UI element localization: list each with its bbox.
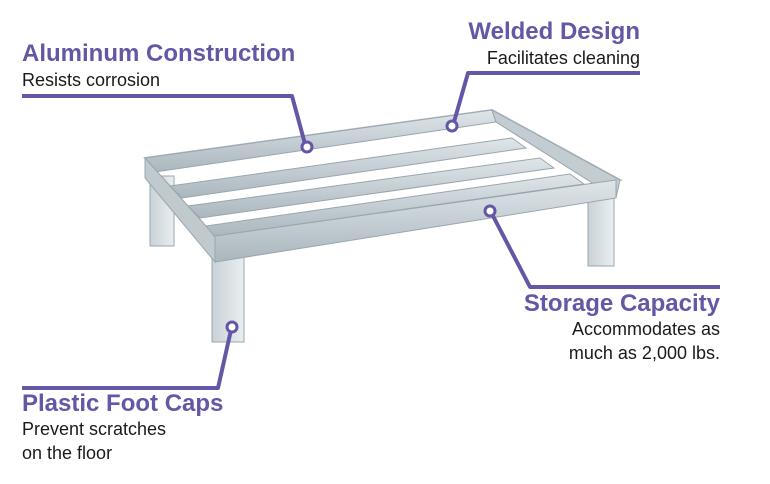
callout-title-welded: Welded Design	[468, 18, 640, 45]
callout-subtitle-storage-1: Accommodates as	[571, 319, 720, 339]
callout-subtitle-foot-caps-2: on the floor	[22, 443, 113, 463]
callout-subtitle-storage-2: much as 2,000 lbs.	[568, 343, 720, 363]
callout-subtitle-aluminum: Resists corrosion	[22, 70, 161, 90]
callout-title-aluminum: Aluminum Construction	[22, 40, 296, 67]
rack-frame	[143, 108, 623, 264]
callout-title-foot-caps: Plastic Foot Caps	[22, 390, 224, 417]
callout-subtitle-foot-caps-1: Prevent scratches	[22, 419, 167, 439]
callout-title-storage: Storage Capacity	[523, 290, 720, 317]
callout-subtitle-welded: Facilitates cleaning	[486, 48, 640, 68]
callout-dots	[225, 119, 497, 334]
callout-leader-lines	[22, 71, 720, 390]
